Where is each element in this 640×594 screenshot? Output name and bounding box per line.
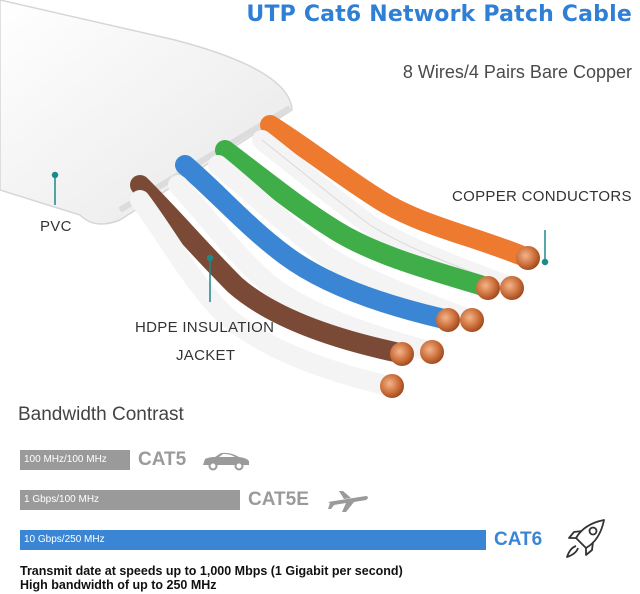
airplane-icon (328, 491, 368, 512)
subtitle: 8 Wires/4 Pairs Bare Copper (402, 62, 632, 82)
bar-text: 10 Gbps/250 MHz (24, 534, 105, 545)
bar-label-cat5: CAT5 (138, 449, 187, 470)
note-line-1: Transmit date at speeds up to 1,000 Mbps… (20, 564, 403, 578)
page-title: UTP Cat6 Network Patch Cable (246, 2, 632, 27)
copper-conductor-tips (380, 246, 540, 398)
bandwidth-section-title: Bandwidth Contrast (18, 404, 184, 425)
wire-pairs (130, 115, 530, 395)
bar-text: 1 Gbps/100 MHz (24, 494, 100, 505)
callout-pvc: PVC (40, 218, 72, 235)
bandwidth-bar-cat6: 10 Gbps/250 MHz (20, 530, 486, 550)
bar-label-cat5e: CAT5E (248, 489, 309, 510)
bar-label-cat6: CAT6 (494, 529, 543, 550)
callout-hdpe-line2: JACKET (176, 347, 236, 364)
callout-hdpe-line1: HDPE INSULATION (135, 319, 275, 336)
car-icon (203, 452, 249, 471)
callout-copper-conductors: COPPER CONDUCTORS (452, 188, 632, 205)
bandwidth-bar-cat5e: 1 Gbps/100 MHz (20, 490, 240, 510)
rocket-icon (566, 519, 605, 558)
cable-illustration (0, 0, 549, 398)
leader-lines (51, 171, 549, 302)
note-line-2: High bandwidth of up to 250 MHz (20, 578, 217, 592)
bandwidth-bar-cat5: 100 MHz/100 MHz (20, 450, 130, 470)
bar-text: 100 MHz/100 MHz (24, 454, 107, 465)
